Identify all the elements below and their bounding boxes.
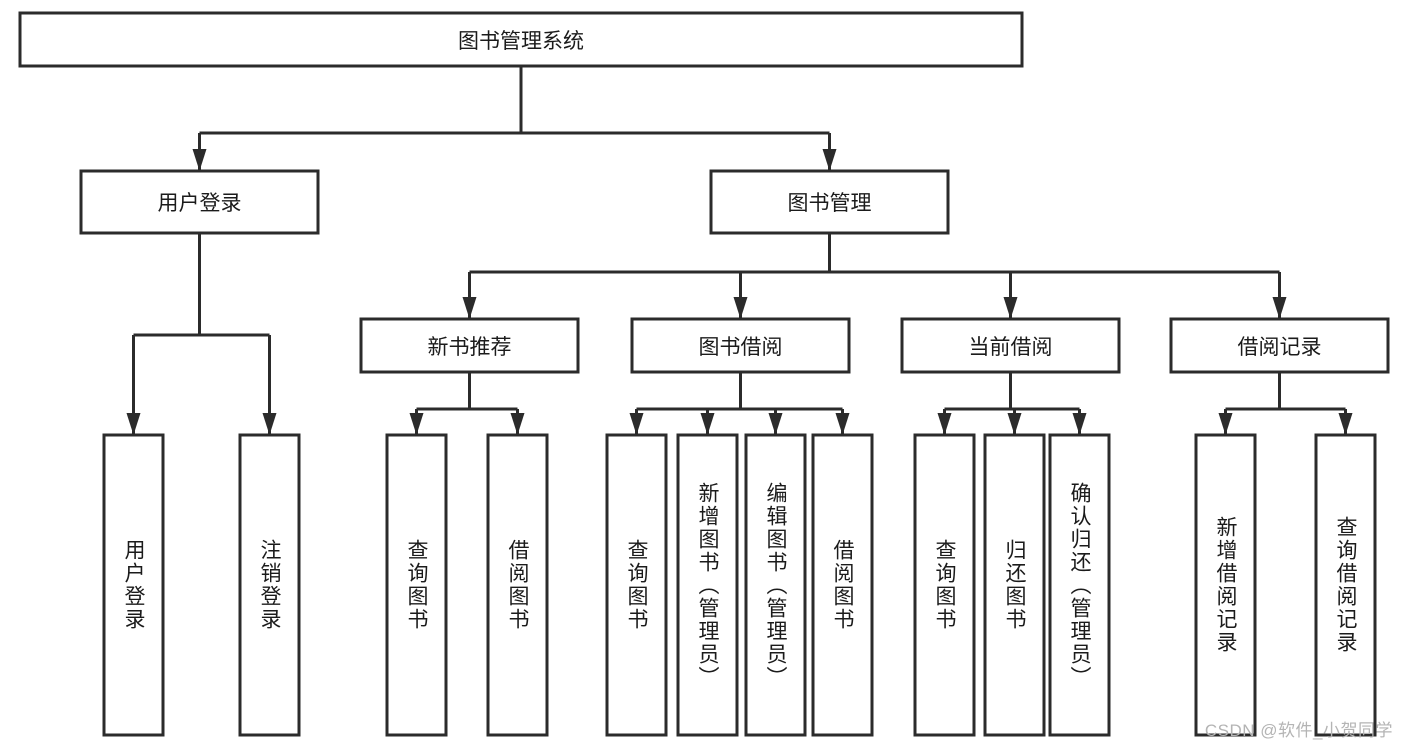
node-box-root[interactable]	[18, 11, 1024, 68]
node-box-edit-book-admin[interactable]	[744, 433, 807, 737]
node-box-user-login[interactable]	[79, 169, 320, 235]
node-box-confirm-return-admin[interactable]	[1048, 433, 1111, 737]
arrow-head-icon-borrow-book-2	[835, 413, 850, 435]
arrow-head-icon-book-borrow	[733, 297, 748, 319]
node-box-query-book-1[interactable]	[385, 433, 448, 737]
arrow-head-icon-user-logout	[262, 413, 277, 435]
arrow-head-icon-edit-book-admin	[768, 413, 783, 435]
node-box-borrow-book-2[interactable]	[811, 433, 874, 737]
arrow-head-icon-confirm-return-admin	[1072, 413, 1087, 435]
arrow-head-icon-book-management	[822, 149, 837, 171]
arrow-head-icon-add-book-admin	[700, 413, 715, 435]
node-box-user-login-do[interactable]	[102, 433, 165, 737]
node-box-book-borrow[interactable]	[630, 317, 851, 374]
node-box-current-borrow[interactable]	[900, 317, 1121, 374]
arrow-head-icon-return-book	[1007, 413, 1022, 435]
watermark-text: CSDN @软件_小贺同学	[1204, 721, 1393, 740]
node-box-book-management[interactable]	[709, 169, 950, 235]
node-box-return-book[interactable]	[983, 433, 1046, 737]
arrow-head-icon-query-book-1	[409, 413, 424, 435]
node-box-add-book-admin[interactable]	[676, 433, 739, 737]
node-box-query-book-3[interactable]	[913, 433, 976, 737]
node-box-add-borrow-record[interactable]	[1194, 433, 1257, 737]
node-box-borrow-book-1[interactable]	[486, 433, 549, 737]
arrow-head-icon-new-book-recommend	[462, 297, 477, 319]
arrow-head-icon-borrow-book-1	[510, 413, 525, 435]
node-box-query-borrow-record[interactable]	[1314, 433, 1377, 737]
arrow-head-icon-add-borrow-record	[1218, 413, 1233, 435]
node-boxes-layer	[18, 11, 1390, 737]
arrow-head-icon-user-login	[192, 149, 207, 171]
node-box-borrow-record[interactable]	[1169, 317, 1390, 374]
arrow-head-icon-query-book-2	[629, 413, 644, 435]
arrow-head-icon-current-borrow	[1003, 297, 1018, 319]
arrow-head-icon-borrow-record	[1272, 297, 1287, 319]
node-box-user-logout[interactable]	[238, 433, 301, 737]
arrow-head-icon-query-book-3	[937, 413, 952, 435]
arrow-head-icon-user-login-do	[126, 413, 141, 435]
node-box-query-book-2[interactable]	[605, 433, 668, 737]
arrow-head-icon-query-borrow-record	[1338, 413, 1353, 435]
node-box-new-book-recommend[interactable]	[359, 317, 580, 374]
connector-edges-layer	[126, 66, 1353, 435]
